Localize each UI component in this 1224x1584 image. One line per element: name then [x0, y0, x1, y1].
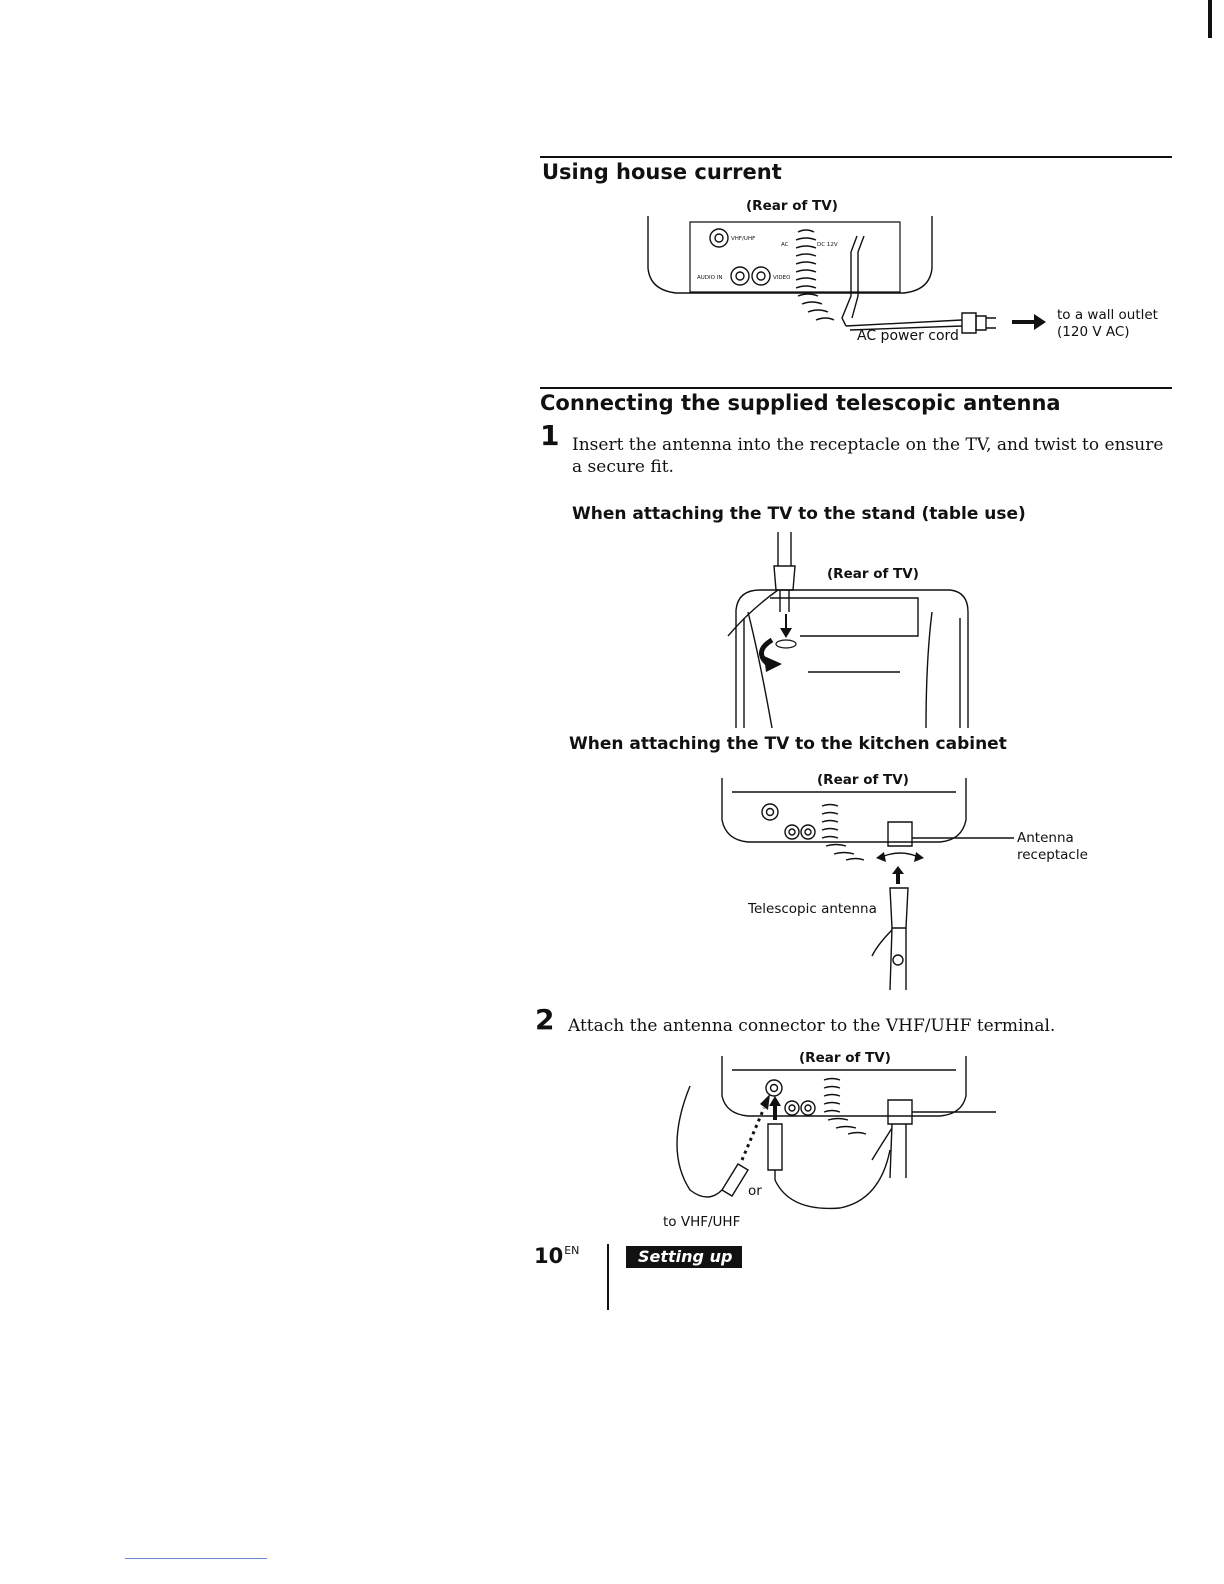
bottom-edge-line — [125, 1558, 267, 1559]
video-terminal-caption: VIDEO — [773, 275, 791, 281]
step-1-text-line2: a secure fit. — [572, 457, 674, 477]
ac-power-cord-label: AC power cord — [857, 328, 959, 344]
section-title-house-current: Using house current — [542, 160, 782, 184]
or-label: or — [748, 1183, 762, 1199]
antenna-receptacle-label-line1: Antenna — [1017, 830, 1074, 846]
rear-of-tv-label-3: (Rear of TV) — [817, 772, 909, 788]
vhf-connection-diagram — [0, 0, 1224, 1230]
ac-terminal-caption: AC — [781, 242, 789, 248]
page-number-value: 10 — [534, 1244, 564, 1268]
dc-terminal-caption: DC 12V — [817, 242, 838, 248]
step-1-number: 1 — [540, 419, 560, 452]
footer-vertical-rule — [607, 1244, 609, 1310]
stand-antenna-diagram — [0, 0, 1224, 740]
wall-outlet-label-line1: to a wall outlet — [1057, 307, 1158, 323]
to-vhf-uhf-label: to VHF/UHF — [663, 1214, 741, 1230]
step-2-text: Attach the antenna connector to the VHF/… — [568, 1016, 1056, 1036]
step-1-text-line1: Insert the antenna into the receptacle o… — [572, 435, 1164, 455]
rear-of-tv-label-4: (Rear of TV) — [799, 1050, 891, 1066]
cabinet-heading: When attaching the TV to the kitchen cab… — [569, 734, 1007, 754]
step-2-number: 2 — [535, 1003, 555, 1036]
rear-of-tv-label-2: (Rear of TV) — [827, 566, 919, 582]
page-number: 10EN — [534, 1244, 579, 1268]
audio-terminal-caption: AUDIO IN — [697, 275, 722, 281]
rear-of-tv-label-1: (Rear of TV) — [746, 198, 838, 214]
antenna-receptacle-label-line2: receptacle — [1017, 847, 1088, 863]
section-title-antenna: Connecting the supplied telescopic anten… — [540, 391, 1061, 415]
house-current-diagram: VHF/UHF AUDIO IN VIDEO AC DC 12V — [0, 0, 1046, 380]
vhf-terminal-caption: VHF/UHF — [731, 236, 755, 242]
cabinet-antenna-diagram — [0, 0, 1224, 1000]
section-rule-top — [540, 156, 1172, 158]
section-rule-antenna — [540, 387, 1172, 389]
page-number-suffix: EN — [564, 1244, 580, 1257]
stand-heading: When attaching the TV to the stand (tabl… — [572, 504, 1026, 524]
section-badge: Setting up — [626, 1246, 743, 1268]
telescopic-antenna-label: Telescopic antenna — [748, 901, 877, 917]
edge-mark — [1208, 0, 1212, 38]
wall-outlet-label-line2: (120 V AC) — [1057, 324, 1130, 340]
